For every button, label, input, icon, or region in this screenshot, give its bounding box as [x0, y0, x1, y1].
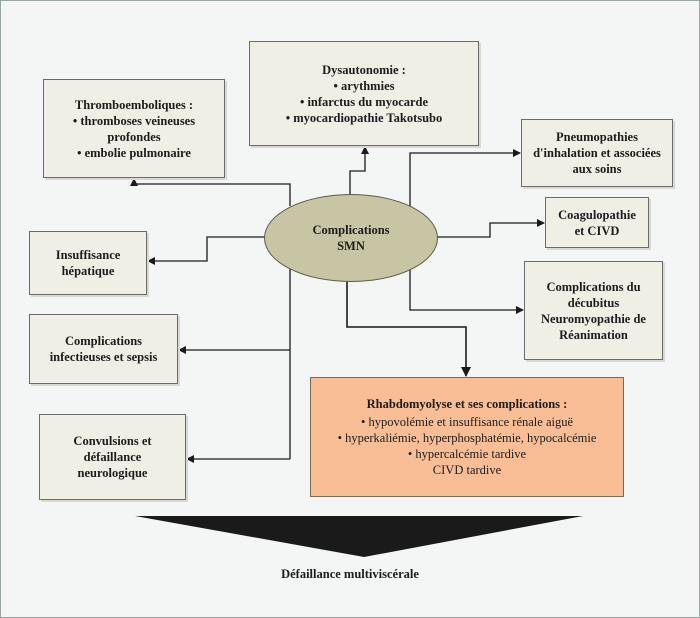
connector-hepatique	[147, 236, 266, 265]
box-pneumopathies: Pneumopathies d'inhalation et associées …	[521, 119, 673, 187]
dysauto-item-2: • infarctus du myocarde	[299, 94, 429, 109]
convuls-line-3: neurologique	[77, 466, 148, 480]
dysauto-title: Dysautonomie :	[322, 62, 406, 77]
box-insuffisance-hepatique: Insuffisance hépatique	[29, 231, 147, 295]
thrombo-item-2: profondes	[107, 129, 161, 144]
pneumo-line-1: Pneumopathies	[556, 130, 638, 144]
convuls-line-1: Convulsions et	[73, 434, 152, 448]
connector-coagulo	[436, 219, 545, 238]
decubitus-line-4: Réanimation	[559, 327, 628, 342]
rhabdo-item-3: • hypercalcémie tardive	[407, 447, 527, 461]
decubitus-line-1: Complications du	[546, 279, 641, 294]
coagulo-line-2: et CIVD	[574, 223, 620, 238]
box-thromboemboliques: Thromboemboliques : • thromboses veineus…	[43, 79, 225, 178]
box-rhabdomyolyse: Rhabdomyolyse et ses complications : • h…	[310, 377, 624, 497]
infect-line-2: infectieuses et sepsis	[49, 350, 158, 364]
box-convulsions: Convulsions et défaillance neurologique	[39, 414, 186, 500]
box-coagulopathie: Coagulopathie et CIVD	[545, 197, 649, 248]
box-dysautonomie: Dysautonomie : • arythmies • infarctus d…	[249, 41, 479, 146]
rhabdo-item-2: • hyperkaliémie, hyperphosphatémie, hypo…	[337, 431, 597, 445]
dysauto-item-3: • myocardiopathie Takotsubo	[285, 110, 443, 125]
box-decubitus: Complications du décubitus Neuromyopathi…	[524, 261, 663, 360]
thrombo-item-3: • embolie pulmonaire	[77, 145, 191, 160]
dysauto-item-1: • arythmies	[333, 78, 395, 93]
convuls-line-2: défaillance	[83, 450, 142, 464]
infect-line-1: Complications	[64, 334, 143, 348]
rhabdo-item-1: • hypovolémie et insuffisance rénale aig…	[360, 415, 574, 429]
hub-line-1: Complications	[312, 223, 390, 237]
decubitus-line-3: Neuromyopathie de	[541, 311, 646, 326]
hub-complications-smn: Complications SMN	[264, 194, 438, 282]
coagulo-line-1: Coagulopathie	[558, 207, 636, 222]
connector-thrombo	[130, 178, 291, 206]
connector-rhabdo	[346, 280, 471, 377]
rhabdo-item-4: CIVD tardive	[432, 463, 502, 477]
hub-line-2: SMN	[337, 239, 365, 253]
pneumo-line-3: aux soins	[572, 162, 622, 176]
connector-decubitus	[409, 266, 524, 314]
box-complications-infectieuses: Complications infectieuses et sepsis	[29, 314, 178, 384]
thrombo-item-1: • thromboses veineuses	[72, 113, 196, 128]
rhabdo-title: Rhabdomyolyse et ses complications :	[366, 397, 568, 411]
hepatique-line-1: Insuffisance	[55, 248, 121, 262]
decubitus-line-2: décubitus	[567, 295, 620, 310]
funnel-shape	[135, 516, 583, 557]
connector-dysauto	[349, 146, 369, 194]
pneumo-line-2: d'inhalation et associées	[533, 146, 661, 160]
thrombo-title: Thromboemboliques :	[74, 97, 194, 112]
connector-pneumo	[409, 149, 521, 209]
footer-label: Défaillance multiviscérale	[281, 567, 419, 581]
hepatique-line-2: hépatique	[61, 264, 115, 278]
